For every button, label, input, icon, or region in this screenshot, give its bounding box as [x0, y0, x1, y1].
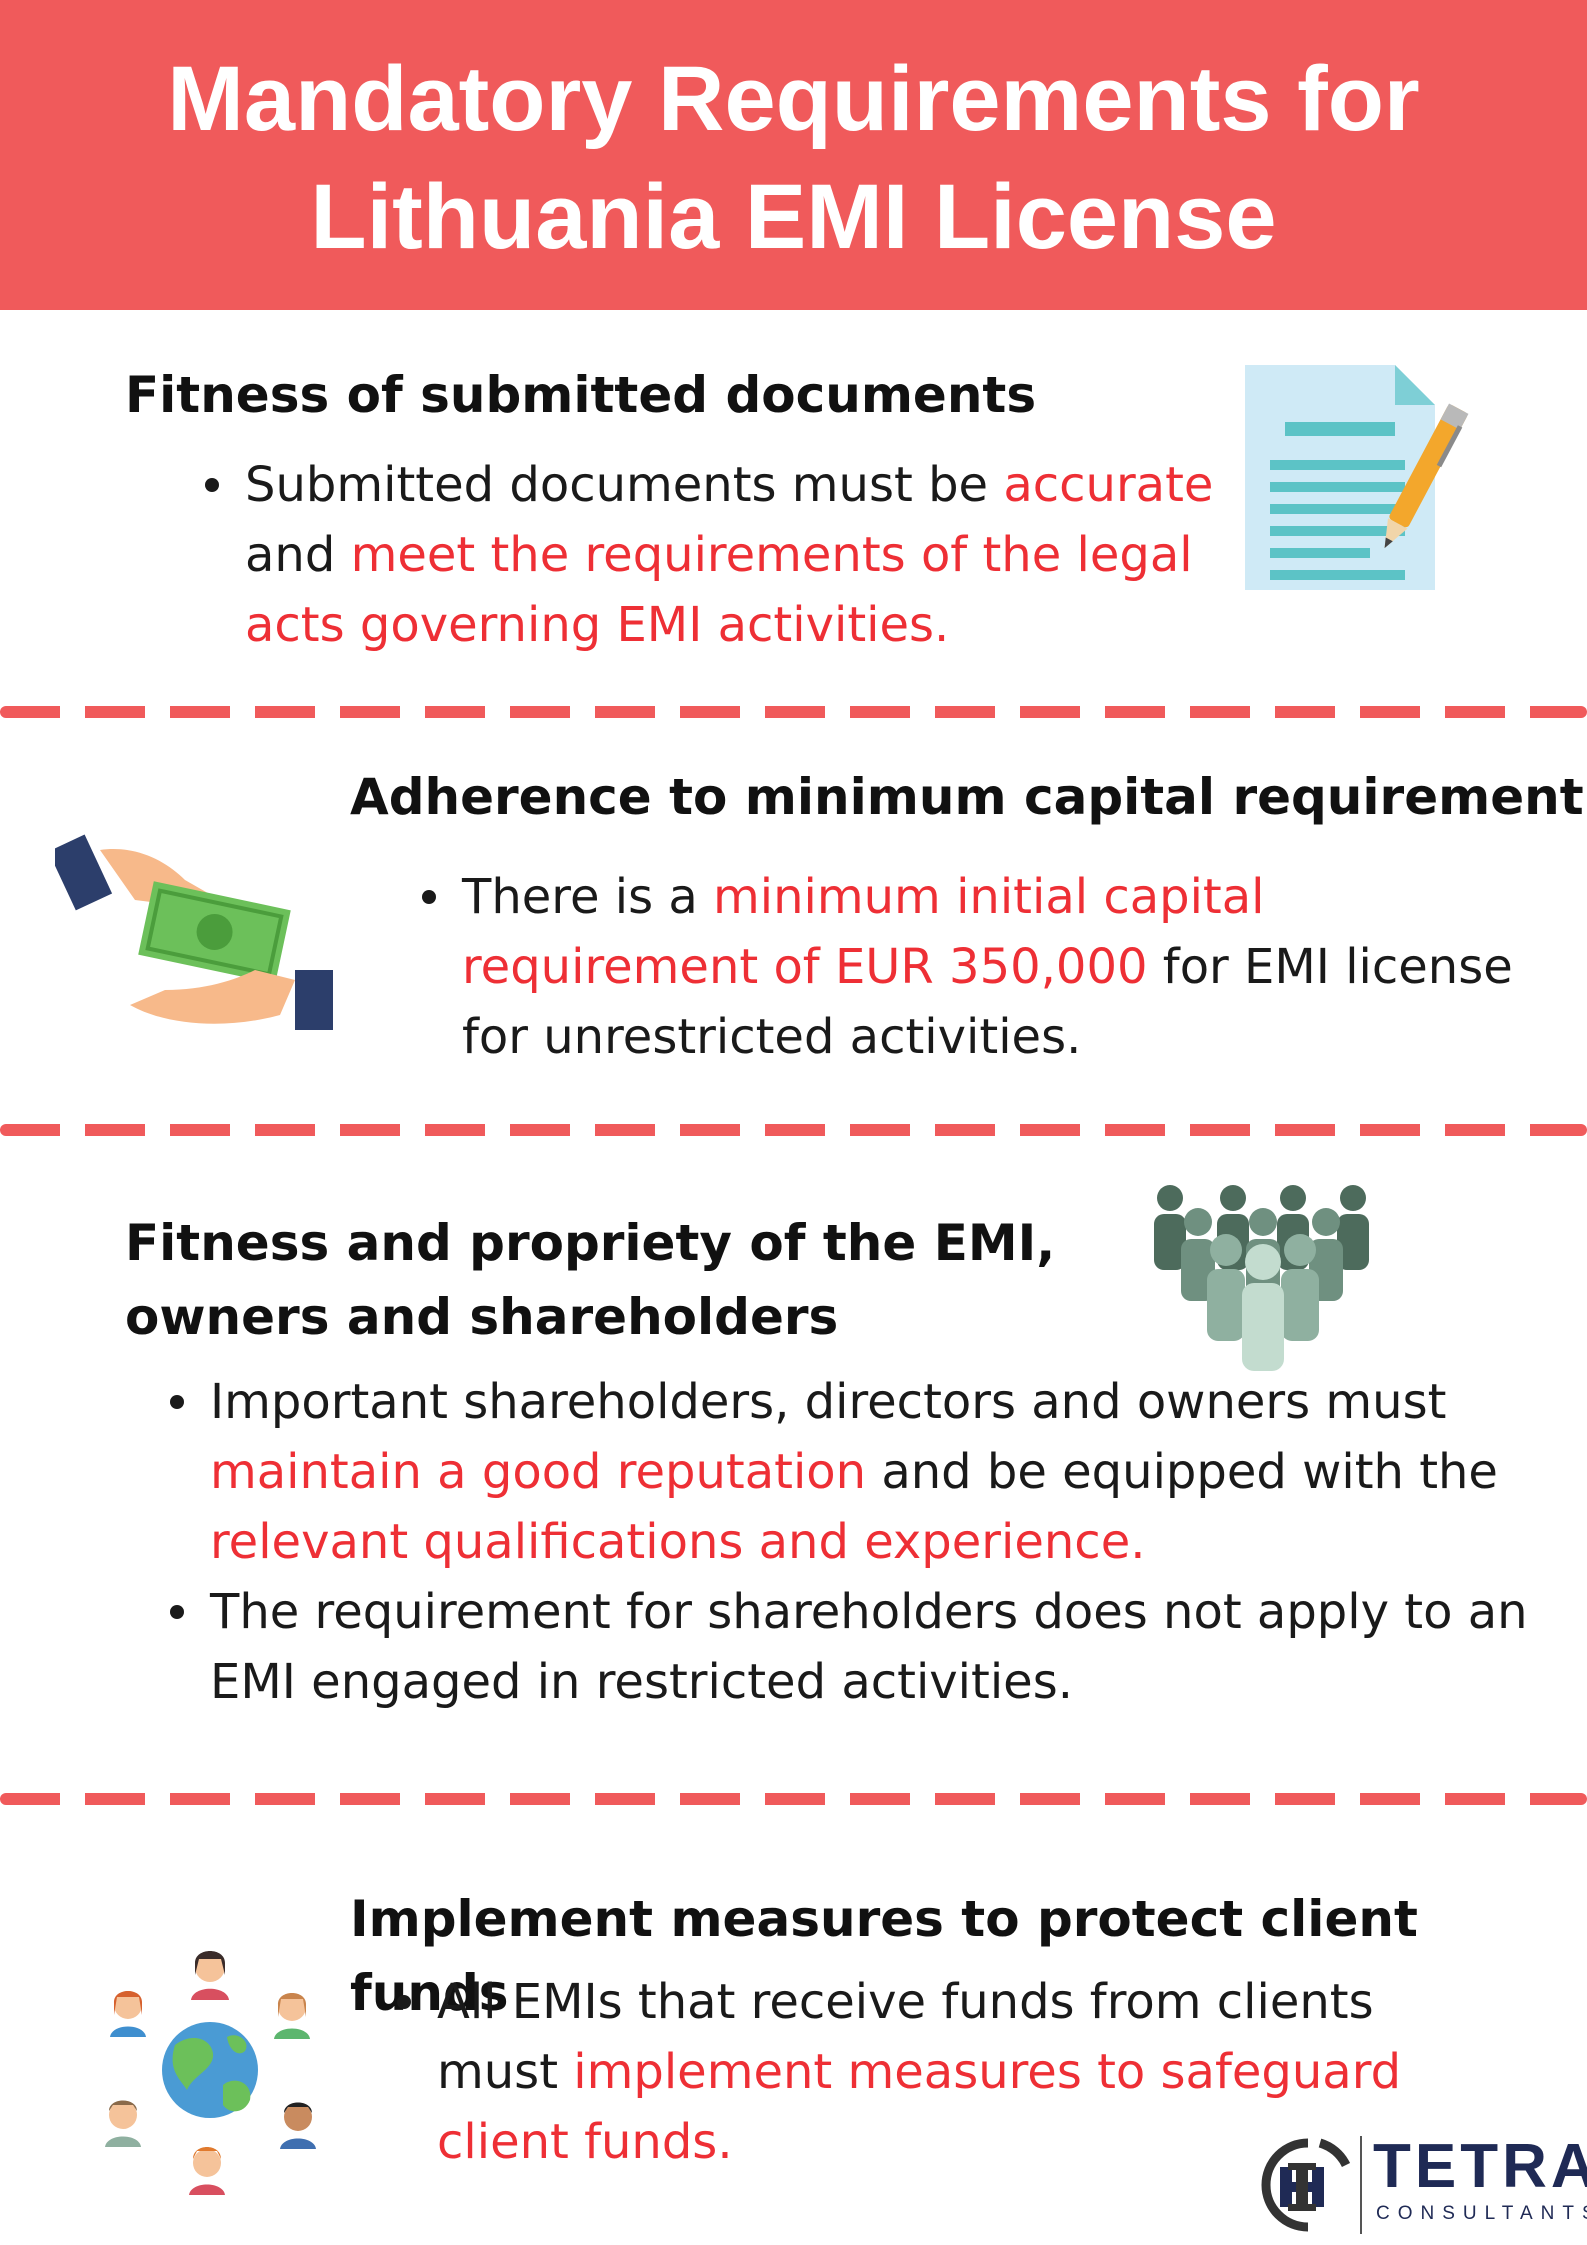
section-1-bullets: Submitted documents must be accurate and… [205, 450, 1245, 660]
page-title: Mandatory Requirements for Lithuania EMI… [0, 40, 1587, 276]
bullet-line: acts governing EMI activities. [245, 597, 950, 653]
bullet-line: client funds. [437, 2114, 733, 2170]
document-pen-icon [1245, 365, 1469, 590]
section-divider [0, 1124, 1587, 1136]
bullet-line: The requirement for shareholders does no… [210, 1584, 1528, 1640]
bullet-line: relevant qualifications and experience. [210, 1514, 1146, 1570]
section-3-heading-line-2: owners and shareholders [125, 1288, 839, 1346]
bullet-line: and meet the requirements of the legal [245, 527, 1193, 583]
section-3-heading: Fitness and propriety of the EMI, owners… [125, 1206, 1055, 1354]
bullet-line: Submitted documents must be accurate [245, 457, 1214, 513]
logo-name: TETRA [1373, 2132, 1587, 2201]
bullet-line: requirement of EUR 350,000 for EMI licen… [462, 939, 1513, 995]
bullet-item: Submitted documents must be accurate and… [205, 450, 1245, 660]
page-title-line-1: Mandatory Requirements for [167, 48, 1420, 150]
title-banner: Mandatory Requirements for Lithuania EMI… [0, 0, 1587, 310]
section-divider [0, 1793, 1587, 1805]
money-exchange-icon [55, 834, 333, 1030]
section-1-heading: Fitness of submitted documents [125, 366, 1037, 424]
bullet-line: EMI engaged in restricted activities. [210, 1654, 1073, 1710]
bullet-line: maintain a good reputation and be equipp… [210, 1444, 1498, 1500]
tetra-logo-icon [1261, 2138, 1351, 2232]
bullet-item: All EMIs that receive funds from clients… [397, 1967, 1437, 2177]
section-2-heading: Adherence to minimum capital requirement [350, 768, 1584, 826]
logo-subtitle: CONSULTANTS [1376, 2203, 1587, 2224]
bullet-line: There is a minimum initial capital [462, 869, 1265, 925]
globe-people-icon [105, 1951, 316, 2195]
crowd-icon [1154, 1185, 1369, 1371]
page-title-line-2: Lithuania EMI License [310, 166, 1277, 268]
logo-divider [1360, 2136, 1362, 2234]
section-3-bullets: Important shareholders, directors and ow… [170, 1367, 1580, 1717]
bullet-line: Important shareholders, directors and ow… [210, 1374, 1447, 1430]
section-4-heading: Implement measures to protect client fun… [350, 1890, 1418, 2022]
bullet-item: Important shareholders, directors and ow… [170, 1367, 1580, 1577]
bullet-item: The requirement for shareholders does no… [170, 1577, 1580, 1717]
section-divider [0, 706, 1587, 718]
bullet-line: for unrestricted activities. [462, 1009, 1082, 1065]
section-2-bullets: There is a minimum initial capital requi… [422, 862, 1572, 1072]
section-4-bullets: All EMIs that receive funds from clients… [397, 1967, 1437, 2177]
section-3-heading-line-1: Fitness and propriety of the EMI, [125, 1214, 1056, 1272]
bullet-item: There is a minimum initial capital requi… [422, 862, 1572, 1072]
bullet-line: All EMIs that receive funds from clients [437, 1974, 1374, 2030]
bullet-line: must implement measures to safeguard [437, 2044, 1402, 2100]
tetra-logo: TETRA CONSULTANTS [1248, 2130, 1587, 2240]
